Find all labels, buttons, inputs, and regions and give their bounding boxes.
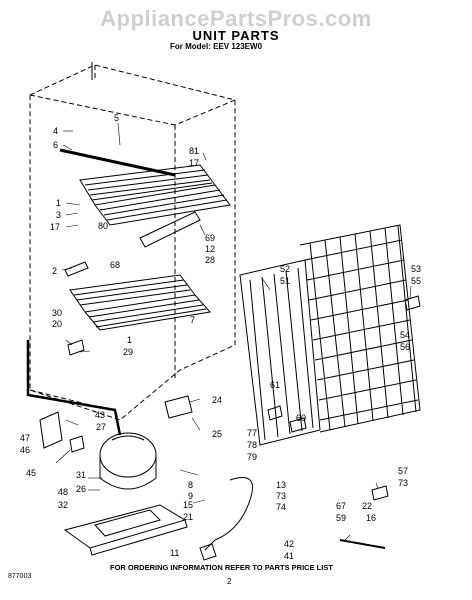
callout-16: 16 — [366, 513, 376, 523]
diagram-title: UNIT PARTS — [192, 28, 280, 43]
callout-2: 2 — [52, 266, 57, 276]
upper-evaporator-coil — [79, 164, 231, 226]
callout-54: 54 — [400, 330, 410, 340]
callout-55: 55 — [411, 276, 421, 286]
callout-67: 67 — [336, 501, 346, 511]
callout-81: 81 — [189, 146, 199, 156]
document-code: 877003 — [8, 573, 32, 580]
plug — [199, 543, 217, 561]
callout-11: 11 — [170, 548, 179, 558]
callout-53: 53 — [411, 264, 421, 274]
callout-1: 1 — [127, 335, 132, 345]
callout-9: 9 — [188, 491, 193, 501]
model-label: For Model: EEV 123EW0 — [170, 42, 263, 51]
lower-evaporator-coil — [69, 274, 211, 331]
callout-68: 68 — [110, 260, 120, 270]
callout-73: 73 — [398, 478, 408, 488]
callout-47: 47 — [20, 433, 30, 443]
callout-8: 8 — [188, 480, 193, 490]
page-number: 2 — [227, 577, 232, 586]
callout-17: 17 — [50, 222, 60, 232]
callout-20: 20 — [52, 319, 62, 329]
callout-1: 1 — [56, 198, 61, 208]
leader-lines — [55, 122, 412, 541]
condenser-coil — [239, 224, 421, 446]
callout-30: 30 — [52, 308, 62, 318]
shelf-rod — [59, 148, 176, 177]
ordering-note: FOR ORDERING INFORMATION REFER TO PARTS … — [110, 563, 333, 572]
clamp-57 — [371, 485, 389, 501]
base-plate — [63, 504, 188, 556]
callout-57: 57 — [398, 466, 408, 476]
callout-25: 25 — [212, 429, 222, 439]
bracket-30 — [67, 339, 85, 356]
callout-labels: 5 4 6 81 17 1 3 17 80 69 12 28 68 2 30 2… — [20, 113, 421, 561]
callout-61: 61 — [270, 380, 280, 390]
callout-24: 24 — [212, 395, 222, 405]
bracket-2 — [64, 261, 89, 277]
capillary — [339, 539, 386, 549]
callout-73: 73 — [276, 491, 286, 501]
callout-79: 79 — [247, 452, 257, 462]
callout-56: 56 — [400, 342, 410, 352]
callout-69: 69 — [205, 233, 215, 243]
callout-45: 45 — [26, 468, 36, 478]
callout-74: 74 — [276, 502, 286, 512]
callout-60: 60 — [296, 413, 306, 423]
relay-cover — [39, 411, 63, 449]
frame-rail — [26, 340, 122, 436]
callout-27: 27 — [96, 422, 106, 432]
callout-80: 80 — [98, 221, 108, 231]
callout-4: 4 — [53, 126, 58, 136]
callout-26: 26 — [76, 484, 86, 494]
callout-32: 32 — [58, 500, 68, 510]
dryer-tube — [139, 211, 201, 248]
callout-12: 12 — [205, 244, 215, 254]
callout-28: 28 — [205, 255, 215, 265]
callout-43: 43 — [95, 410, 105, 420]
callout-17: 17 — [189, 158, 199, 168]
callout-42: 42 — [284, 539, 294, 549]
callout-7: 7 — [190, 315, 195, 325]
callout-46: 46 — [20, 445, 30, 455]
callout-13: 13 — [276, 480, 286, 490]
callout-41: 41 — [284, 551, 294, 561]
callout-52: 52 — [280, 264, 290, 274]
clamp-78 — [289, 417, 307, 433]
callout-31: 31 — [76, 470, 86, 480]
callout-15: 15 — [183, 500, 193, 510]
compressor — [99, 432, 157, 490]
clamp-53 — [404, 295, 421, 311]
callout-77: 77 — [247, 428, 257, 438]
callout-29: 29 — [123, 347, 133, 357]
callout-78: 78 — [247, 440, 257, 450]
drain-part — [164, 395, 193, 419]
callout-22: 22 — [362, 501, 372, 511]
clamp-77 — [267, 405, 283, 421]
callout-51: 51 — [280, 276, 290, 286]
callout-48: 48 — [58, 487, 68, 497]
callout-59: 59 — [336, 513, 346, 523]
callout-3: 3 — [56, 210, 61, 220]
callout-6: 6 — [53, 140, 58, 150]
callout-5: 5 — [114, 113, 119, 123]
watermark: AppliancePartsPros.com — [100, 6, 372, 31]
relay — [69, 435, 85, 453]
power-cord — [204, 477, 253, 551]
callout-21: 21 — [183, 512, 193, 522]
